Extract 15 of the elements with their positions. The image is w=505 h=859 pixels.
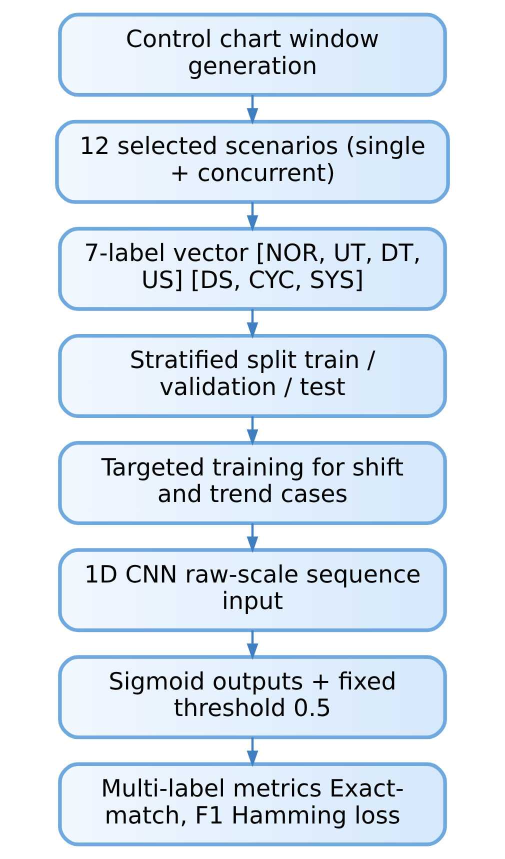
node-box: 1D CNN raw-scale sequence input <box>58 548 447 632</box>
node-box: 7-label vector [NOR, UT, DT, US] [DS, CYC, SYS] <box>58 226 447 311</box>
node-box: Control chart window generation <box>58 12 447 97</box>
arrow <box>246 523 258 553</box>
node-box: Multi-label metrics Exact-match, F1 Hamming loss <box>58 762 447 846</box>
node-box: Sigmoid outputs + fixed threshold 0.5 <box>58 655 447 740</box>
node-box: 12 selected scenarios (single + concurrent) <box>55 120 450 204</box>
arrow <box>246 202 258 232</box>
arrow <box>246 309 258 339</box>
arrow <box>246 95 258 125</box>
node-box: Stratified split train / validation / test <box>58 334 447 418</box>
arrow <box>246 416 258 446</box>
arrow <box>246 737 258 767</box>
node-box: Targeted training for shift and trend cases <box>58 441 447 526</box>
arrow <box>246 630 258 660</box>
